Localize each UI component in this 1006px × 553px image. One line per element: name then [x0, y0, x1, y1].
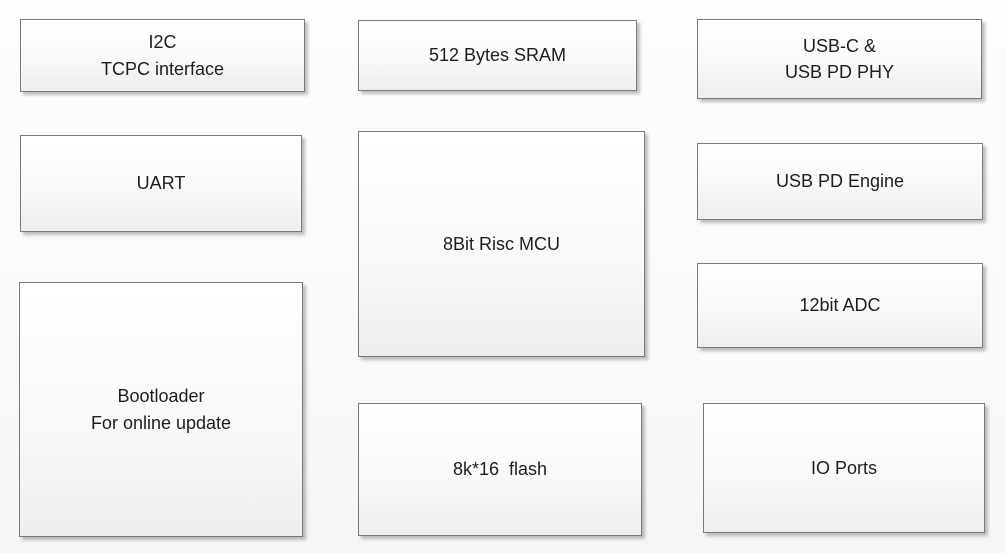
block-uart: UART: [20, 135, 302, 232]
block-mcu-core: 8Bit Risc MCU: [358, 131, 645, 357]
block-adc: 12bit ADC: [697, 263, 983, 348]
block-usb-pd-engine: USB PD Engine: [697, 143, 983, 220]
block-i2c-tcpc-interface: I2C TCPC interface: [20, 19, 305, 92]
block-sram: 512 Bytes SRAM: [358, 20, 637, 91]
block-flash: 8k*16 flash: [358, 403, 642, 536]
block-io-ports: IO Ports: [703, 403, 985, 533]
block-bootloader: Bootloader For online update: [19, 282, 303, 537]
block-usbc-usb-pd-phy: USB-C & USB PD PHY: [697, 19, 982, 99]
